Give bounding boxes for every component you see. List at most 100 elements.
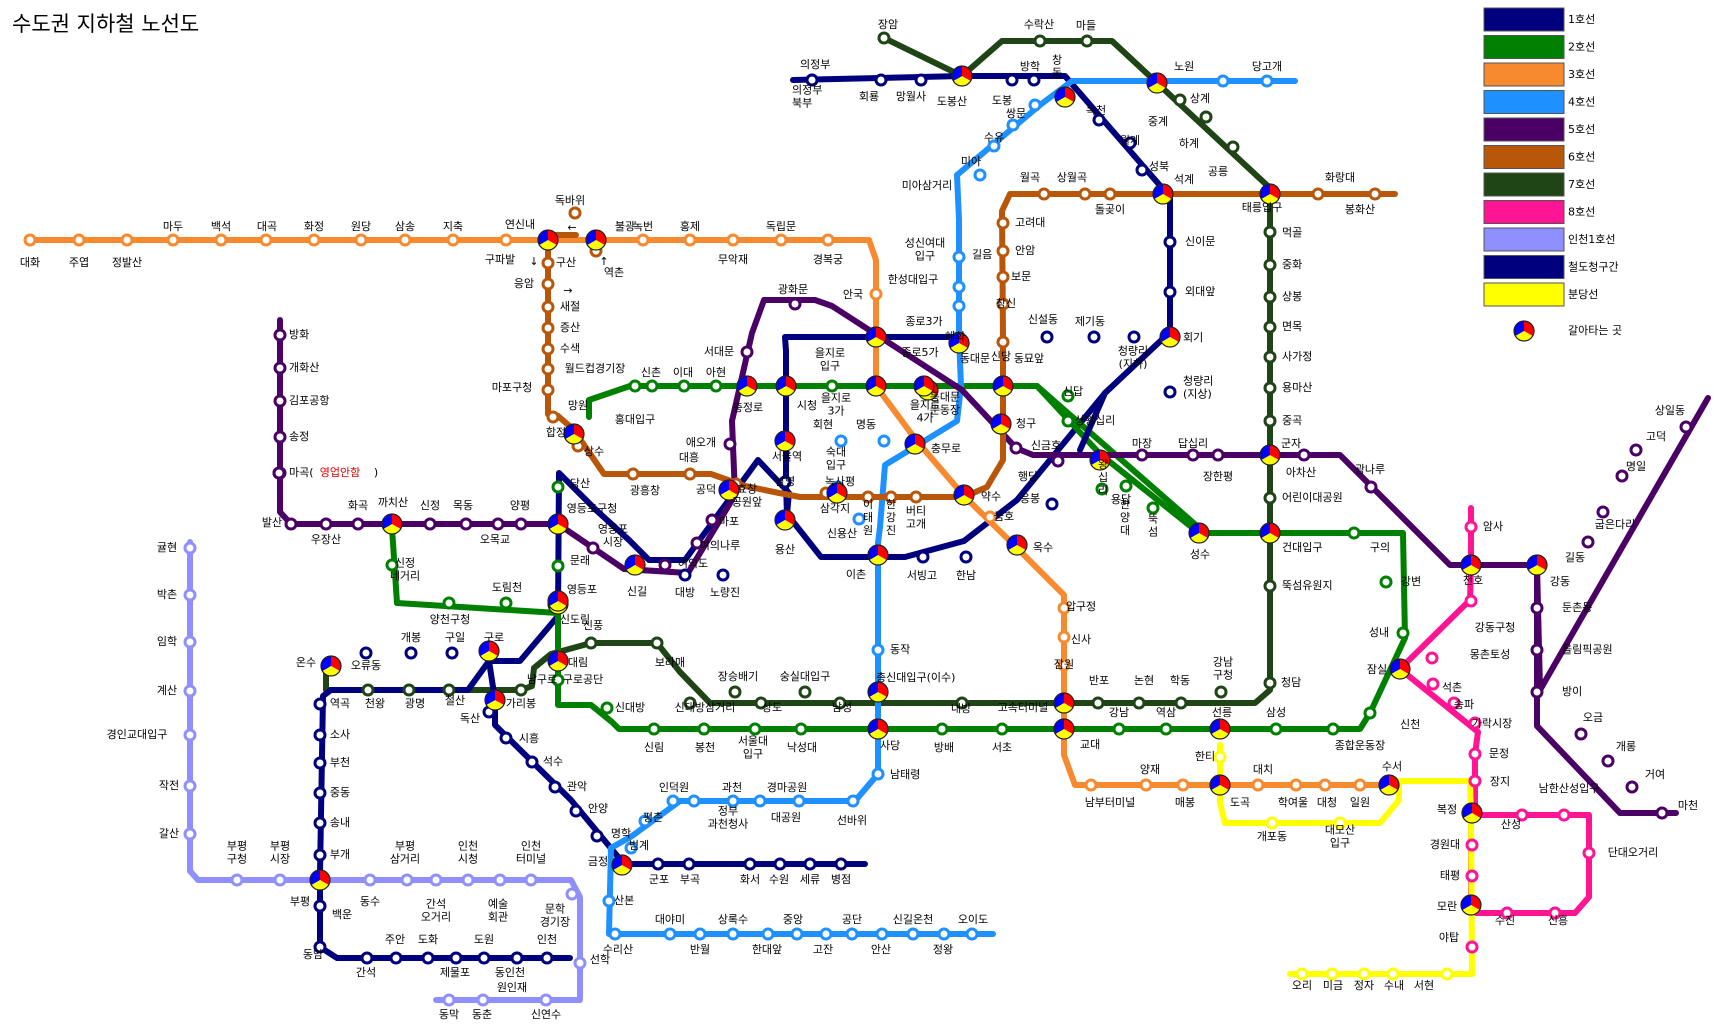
station-dot-s31[interactable] (1263, 414, 1277, 428)
station-label-s172[interactable]: 홍대입구 (615, 412, 655, 426)
station-dot-s23[interactable] (1226, 140, 1240, 154)
station-label-s305[interactable]: 주안 (385, 933, 405, 946)
station-dot-s202[interactable] (788, 297, 802, 311)
interchange-s134[interactable] (1209, 774, 1231, 796)
station-dot-s116[interactable] (636, 233, 650, 247)
station-label-s76[interactable]: 신용산 (827, 527, 857, 540)
station-dot-s230[interactable] (1447, 696, 1461, 710)
station-label-s205[interactable]: 신금호 (1031, 439, 1061, 452)
station-dot-s264[interactable] (683, 467, 697, 481)
station-dot-s59[interactable] (1216, 74, 1230, 88)
station-dot-s248[interactable] (1295, 967, 1309, 981)
station-dot-s168[interactable] (551, 559, 565, 573)
station-dot-s81[interactable] (846, 794, 860, 808)
station-label-s231[interactable]: 가락시장 (1472, 717, 1512, 730)
station-dot-s335[interactable] (273, 873, 287, 887)
station-label-s88[interactable]: 범계 (629, 839, 649, 852)
station-dot-s201[interactable] (740, 345, 754, 359)
station-label-s318[interactable]: 군포 (649, 873, 669, 886)
station-dot-s294[interactable] (359, 646, 373, 660)
station-dot-s284[interactable] (1095, 482, 1109, 496)
station-label-s266[interactable]: 녹사평 (825, 475, 855, 488)
interchange-s89[interactable] (611, 854, 633, 876)
station-label-s89[interactable]: 금정 (588, 855, 608, 868)
station-dot-s62[interactable] (987, 139, 1001, 153)
station-label-s1[interactable]: 의정부 (800, 58, 830, 71)
station-label-s293[interactable]: 개봉 (401, 631, 421, 644)
station-label-s164[interactable]: 신림 (644, 741, 664, 754)
station-label-s132[interactable]: 양재 (1140, 763, 1160, 776)
station-dot-s4[interactable] (914, 73, 928, 87)
station-label-s294[interactable]: 오류동 (351, 659, 381, 672)
station-dot-s119[interactable] (774, 233, 788, 247)
legend-transfer-icon[interactable] (1513, 320, 1535, 342)
station-dot-s247[interactable] (1325, 967, 1339, 981)
station-label-s44[interactable]: 남성 (832, 701, 852, 714)
station-label-s60[interactable]: 쌍문 (1006, 107, 1026, 120)
station-label-s329[interactable]: 임학 (157, 635, 177, 648)
station-label-s64[interactable]: 길음 (972, 248, 992, 261)
station-label-s282[interactable]: 청량리(지하) (1118, 345, 1148, 371)
station-label-s249[interactable]: 개포동 (1257, 830, 1287, 843)
station-dot-s280[interactable] (1040, 330, 1054, 344)
station-dot-s95[interactable] (761, 927, 775, 941)
station-dot-s263[interactable] (626, 467, 640, 481)
station-dot-s315[interactable] (548, 780, 562, 794)
station-dot-s97[interactable] (819, 927, 833, 941)
station-dot-s33[interactable] (1263, 491, 1277, 505)
station-label-s270[interactable]: 창신 (996, 297, 1016, 310)
station-label-s134[interactable]: 도곡 (1230, 796, 1250, 809)
station-dot-s336[interactable] (363, 873, 377, 887)
station-dot-s243[interactable] (1465, 940, 1479, 954)
station-label-s28[interactable]: 면목 (1282, 320, 1302, 333)
station-dot-s42[interactable] (955, 696, 969, 710)
station-label-s230[interactable]: 송파 (1454, 698, 1474, 711)
station-dot-s273[interactable] (996, 216, 1010, 230)
station-dot-s35[interactable] (1263, 579, 1277, 593)
station-dot-s304[interactable] (360, 951, 374, 965)
station-label-s71[interactable]: 명동 (856, 418, 876, 431)
station-label-s90[interactable]: 산본 (614, 894, 634, 907)
station-dot-s321[interactable] (773, 857, 787, 871)
station-dot-s244[interactable] (1440, 967, 1454, 981)
station-label-s290[interactable]: 영등포 (567, 583, 597, 596)
station-dot-s293[interactable] (404, 646, 418, 660)
station-label-s175[interactable]: 아현 (706, 366, 726, 379)
station-label-s278[interactable]: 봉화산 (1345, 203, 1375, 216)
interchange-s53[interactable] (484, 689, 506, 711)
station-label-s235[interactable]: 산성 (1501, 818, 1521, 831)
station-label-s210[interactable]: 아차산 (1286, 466, 1316, 479)
station-label-s160[interactable]: 서초 (992, 741, 1012, 754)
station-dot-s83[interactable] (753, 794, 767, 808)
station-dot-s155[interactable] (1269, 722, 1283, 736)
station-label-s70[interactable]: 충무로 (931, 442, 961, 455)
station-label-s262[interactable]: 상수 (584, 445, 604, 458)
station-label-s107[interactable]: 백석 (211, 220, 231, 233)
station-dot-s209[interactable] (1211, 448, 1225, 462)
station-dot-s276[interactable] (1103, 187, 1117, 201)
station-label-s317[interactable]: 명학 (611, 827, 631, 840)
station-label-s306[interactable]: 도화 (418, 933, 438, 946)
station-label-s273[interactable]: 고려대 (1015, 216, 1045, 229)
station-label-s228[interactable]: 몽촌토성 (1470, 648, 1510, 661)
station-dot-s10[interactable] (1123, 136, 1137, 150)
station-dot-s227[interactable] (1464, 594, 1478, 608)
station-label-s84[interactable]: 과천 (722, 780, 742, 794)
station-label-s61[interactable]: 수유 (984, 131, 1004, 144)
station-dot-s340[interactable] (493, 873, 507, 887)
station-dot-s325[interactable] (959, 550, 973, 564)
station-label-s32[interactable]: 군자 (1281, 437, 1301, 450)
station-label-s79[interactable]: 사당 (880, 739, 900, 752)
station-label-s94[interactable]: 상록수 (718, 913, 748, 926)
station-label-s192[interactable]: 목동 (453, 499, 473, 512)
station-label-s67[interactable]: 혜화 (945, 330, 965, 343)
station-dot-s182[interactable] (273, 361, 287, 375)
station-label-s232[interactable]: 문정 (1489, 747, 1509, 760)
station-dot-s299[interactable] (313, 816, 327, 830)
station-dot-s136[interactable] (1289, 778, 1303, 792)
station-dot-s298[interactable] (313, 786, 327, 800)
station-dot-s195[interactable] (586, 541, 600, 555)
